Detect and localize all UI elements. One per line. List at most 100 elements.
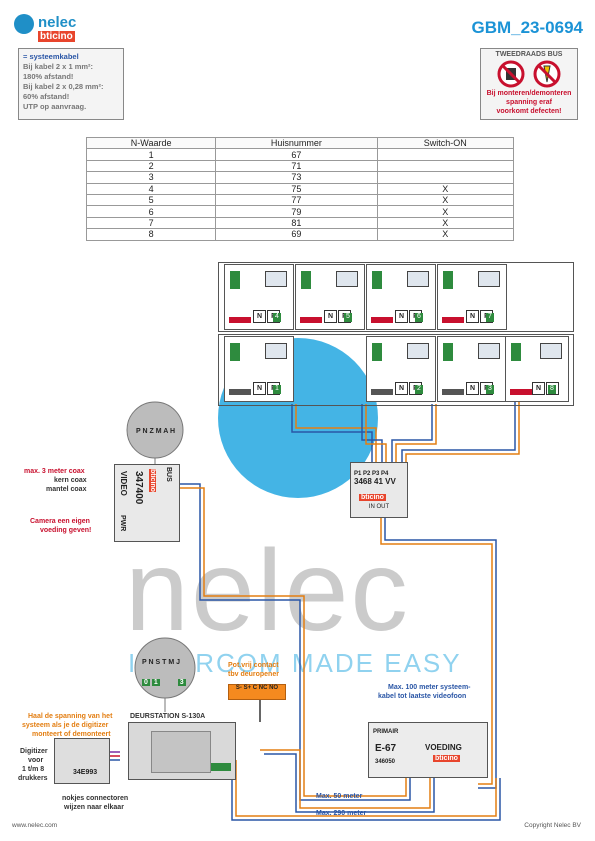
n-terminal: N <box>253 310 266 323</box>
n-terminal: N <box>395 310 408 323</box>
terminal-label-mid: P N S T M J <box>142 659 180 666</box>
brand-logo: bticino <box>38 31 75 42</box>
n-terminal: N <box>532 382 545 395</box>
unit-number: 8 <box>548 385 556 394</box>
videophone-unit-2: NP2 <box>366 336 436 402</box>
video-module-video: VIDEO <box>119 471 128 496</box>
video-module-347400: BUS bticino 347400 VIDEO PWR <box>114 464 180 542</box>
dip-switch <box>300 317 322 323</box>
unit-grid-bottom <box>218 334 574 406</box>
mantel-coax-label: mantel coax <box>46 486 87 493</box>
videophone-unit-3: NP3 <box>437 336 507 402</box>
max-100-label-2: kabel tot laatste videofoon <box>378 693 467 700</box>
video-module-pwr: PWR <box>119 515 126 532</box>
no-plug-icon <box>497 60 561 88</box>
distributor-vv: VV <box>385 477 396 486</box>
note-line-5: 60% afstand! <box>23 92 70 101</box>
unit-number: 4 <box>273 313 281 322</box>
bus-warning-line-1: Bij monteren/demonteren <box>486 90 572 97</box>
psu-model: E-67 <box>375 743 397 754</box>
distributor-code: 3468 41 <box>354 477 383 486</box>
monitor-icon <box>265 271 287 287</box>
coax-max-label: max. 3 meter coax <box>24 468 85 475</box>
digitizer-label-4: drukkers <box>18 775 48 782</box>
terminal-mid-1: 1 <box>151 679 160 686</box>
video-module-brand: bticino <box>149 469 156 492</box>
terminal-block <box>372 343 382 361</box>
contact-terminals: S- S+ C NC NO <box>235 685 279 691</box>
video-module-bus: BUS <box>165 467 172 482</box>
monitor-icon <box>407 343 429 359</box>
distributor-346841: P1 P2 P3 P4 3468 41 VV bticino IN OUT <box>350 462 408 518</box>
unit-number: 5 <box>344 313 352 322</box>
dip-switch <box>442 317 464 323</box>
digitizer-34e993: 34E993 <box>54 738 110 784</box>
connector-icon <box>211 763 231 771</box>
spanning-note-2: systeem als je de digitizer <box>22 722 109 729</box>
digitizer-label-2: voor <box>28 757 44 764</box>
n-terminal: N <box>253 382 266 395</box>
camera-note-1: Camera een eigen <box>30 518 90 525</box>
terminal-label-top: P N Z M A H <box>136 428 176 435</box>
bus-warning: TWEEDRAADS BUS Bij monteren/demonteren s… <box>480 48 578 120</box>
videophone-unit-4: NP4 <box>224 264 294 330</box>
camera-note-2: voeding geven! <box>40 527 92 534</box>
terminal-block <box>230 271 240 289</box>
psu-brand: bticino <box>433 755 460 762</box>
page-title: GBM_23-0694 <box>471 18 583 37</box>
note-line-2: Bij kabel 2 x 1 mm²: <box>23 62 94 71</box>
dip-switch <box>229 389 251 395</box>
psu-voeding: VOEDING <box>425 743 462 752</box>
door-station-board <box>151 731 211 773</box>
monitor-icon <box>478 343 500 359</box>
n-terminal: N <box>466 310 479 323</box>
dip-switch <box>442 389 464 395</box>
unit-number: 7 <box>486 313 494 322</box>
n-terminal: N <box>395 382 408 395</box>
terminal-block <box>443 271 453 289</box>
max-290-label: Max. 290 meter <box>316 810 367 817</box>
monitor-icon <box>265 343 287 359</box>
distributor-brand: bticino <box>359 494 386 501</box>
footer-website[interactable]: www.nelec.com <box>12 822 58 829</box>
terminal-mid-3: 3 <box>177 679 186 686</box>
footer-copyright: Copyright Nelec BV <box>524 822 581 829</box>
bus-warning-title: TWEEDRAADS BUS <box>495 51 563 58</box>
contact-label-2: tbv deuropener <box>228 671 279 678</box>
cable-note: = systeemkabel Bij kabel 2 x 1 mm²: 180%… <box>18 48 124 120</box>
videophone-unit-7: NP7 <box>437 264 507 330</box>
bus-warning-line-2: spanning eraf <box>506 99 552 106</box>
unit-number: 1 <box>273 385 281 394</box>
unit-grid-top <box>218 262 574 332</box>
distributor-in: IN <box>368 504 375 510</box>
table-header-row: N-Waarde Huisnummer Switch-ON <box>85 136 515 150</box>
note-line-3: 180% afstand! <box>23 72 74 81</box>
unit-number: 6 <box>415 313 423 322</box>
bus-warning-line-3: voorkomt defecten! <box>496 108 562 115</box>
col-n-waarde: N-Waarde <box>85 136 217 150</box>
note-line-6: UTP op aanvraag. <box>23 102 87 111</box>
distributor-ports: P1 P2 P3 P4 <box>354 471 389 477</box>
spanning-note-1: Haal de spanning van het <box>28 713 113 720</box>
terminal-block <box>511 343 521 361</box>
max-50-label: Max. 50 meter <box>316 793 363 800</box>
dip-switch <box>229 317 251 323</box>
cell: 8 <box>85 228 217 241</box>
terminal-block <box>372 271 382 289</box>
cell: X <box>376 228 515 241</box>
power-supply-e67: PRIMAIR E-67 VOEDING bticino 346050 <box>368 722 488 778</box>
note-line-4: Bij kabel 2 x 0,28 mm²: <box>23 82 104 91</box>
deurstation-title: DEURSTATION S-130A <box>130 713 206 720</box>
dip-switch <box>510 389 532 395</box>
monitor-icon <box>407 271 429 287</box>
monitor-icon <box>478 271 500 287</box>
digitizer-label-1: Digitizer <box>20 748 48 755</box>
n-terminal: N <box>466 382 479 395</box>
monitor-icon <box>540 343 562 359</box>
nokjes-label-1: nokjes connectoren <box>62 795 129 802</box>
